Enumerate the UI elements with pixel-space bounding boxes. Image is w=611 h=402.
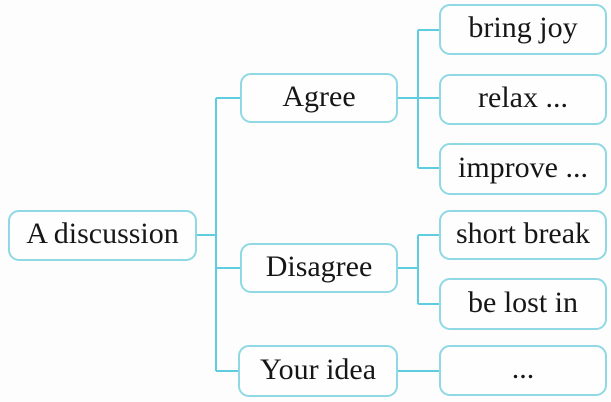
node-your-idea: Your idea: [238, 345, 398, 397]
node-agree: Agree: [240, 73, 398, 123]
node-relax: relax ...: [439, 74, 607, 125]
node-ellipsis: ...: [439, 345, 607, 396]
node-bring-joy: bring joy: [439, 4, 607, 55]
node-improve: improve ...: [439, 143, 607, 195]
node-disagree: Disagree: [240, 243, 398, 293]
node-be-lost-in: be lost in: [439, 278, 607, 330]
node-a-discussion: A discussion: [8, 210, 197, 261]
node-short-break: short break: [439, 210, 607, 260]
